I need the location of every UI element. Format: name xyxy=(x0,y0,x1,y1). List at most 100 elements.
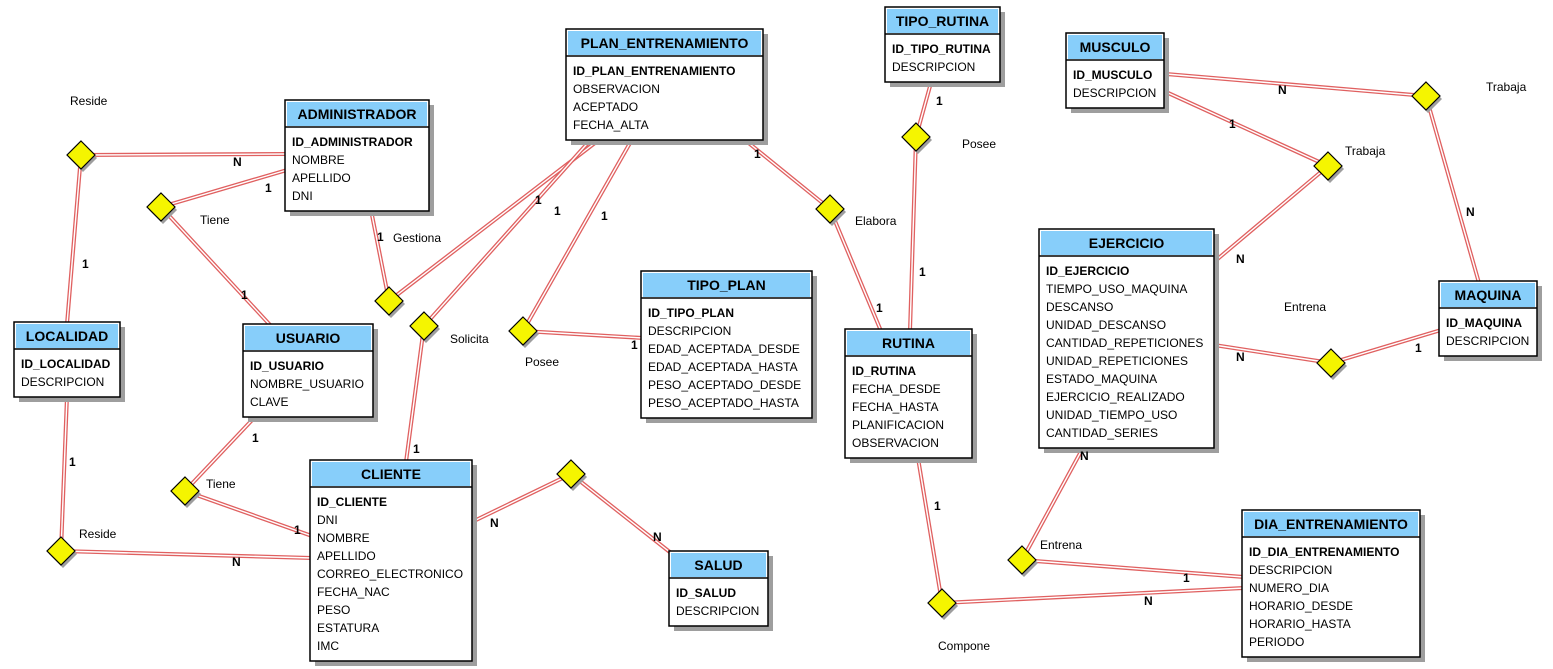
cardinality-label: N xyxy=(233,155,242,169)
relationship-line-tiene_cliente xyxy=(184,489,313,538)
primary-key-attribute: ID_MUSCULO xyxy=(1073,68,1152,82)
cardinality-label: 1 xyxy=(294,523,301,537)
relationship-diamond-gestiona[interactable] xyxy=(374,286,405,318)
labels: ResideTieneGestionaSolicitaPoseeElaboraP… xyxy=(69,80,1527,653)
primary-key-attribute: ID_SALUD xyxy=(676,586,736,600)
relationship-line-trabaja_maquina xyxy=(1165,72,1427,98)
relationship-diamond-compone[interactable] xyxy=(927,588,958,620)
entity-title: PLAN_ENTRENAMIENTO xyxy=(581,35,749,51)
relationship-line-reside_cliente xyxy=(60,549,313,560)
entity-attribute: EJERCICIO_REALIZADO xyxy=(1046,390,1185,404)
entity-attribute: CANTIDAD_REPETICIONES xyxy=(1046,336,1203,350)
relationship-line-entrena_dia xyxy=(1021,558,1245,579)
relationship-diamond-salud_rel[interactable] xyxy=(556,459,587,491)
relationship-label-gestiona: Gestiona xyxy=(393,231,441,245)
entity-attribute: TIEMPO_USO_MAQUINA xyxy=(1046,282,1187,296)
entity-attribute: CLAVE xyxy=(250,395,288,409)
cardinality-label: N xyxy=(490,516,499,530)
cardinality-label: 1 xyxy=(413,442,420,456)
entity-attribute: UNIDAD_DESCANSO xyxy=(1046,318,1166,332)
entity-attribute: IMC xyxy=(317,639,339,653)
relationship-diamond-trabaja_ejercicio[interactable] xyxy=(1313,151,1344,183)
cardinality-label: 1 xyxy=(876,301,883,315)
relationship-diamond-reside_cliente[interactable] xyxy=(46,536,77,568)
relationship-line-solicita xyxy=(422,134,596,328)
primary-key-attribute: ID_USUARIO xyxy=(250,359,324,373)
entity-ejercicio[interactable]: EJERCICIOID_EJERCICIOTIEMPO_USO_MAQUINAD… xyxy=(1038,228,1219,453)
entity-cliente[interactable]: CLIENTEID_CLIENTEDNINOMBREAPELLIDOCORREO… xyxy=(309,459,477,666)
relationship-label-reside_cliente: Reside xyxy=(79,527,117,541)
relationship-label-solicita: Solicita xyxy=(450,332,489,346)
relationship-label-elabora: Elabora xyxy=(855,214,897,228)
entity-attribute: NOMBRE_USUARIO xyxy=(250,377,364,391)
primary-key-attribute: ID_DIA_ENTRENAMIENTO xyxy=(1249,545,1399,559)
relationship-line-entrena_dia xyxy=(1020,445,1086,561)
relationship-line-reside_cliente xyxy=(59,395,69,552)
entity-administrador[interactable]: ADMINISTRADOR ID_ADMINISTRADOR NOMBRE APELL… xyxy=(284,99,434,216)
cardinality-label: N xyxy=(653,530,662,544)
cardinality-label: 1 xyxy=(82,257,89,271)
entity-dia_entrenamiento[interactable]: DIA_ENTRENAMIENTOID_DIA_ENTRENAMIENTODES… xyxy=(1241,509,1425,662)
cardinality-label: 1 xyxy=(934,499,941,513)
entity-tipo_plan[interactable]: TIPO_PLANID_TIPO_PLANDESCRIPCIONEDAD_ACE… xyxy=(640,270,817,423)
relationship-label-tiene_cliente: Tiene xyxy=(206,477,236,491)
relationship-line-tiene_cliente xyxy=(183,416,256,493)
relationship-line-compone xyxy=(916,457,944,604)
relationship-line-tiene_admin xyxy=(160,168,288,209)
cardinality-label: N xyxy=(232,555,241,569)
entity-title: MAQUINA xyxy=(1455,287,1522,303)
relationship-line-elabora xyxy=(828,208,883,332)
cardinality-label: 1 xyxy=(601,209,608,223)
primary-key-attribute: ID_TIPO_PLAN xyxy=(648,306,734,320)
entity-title: CLIENTE xyxy=(361,466,421,482)
relationship-label-trabaja_maquina: Trabaja xyxy=(1486,80,1527,94)
cardinality-label: 1 xyxy=(1415,341,1422,355)
entity-plan_entrenamiento[interactable]: PLAN_ENTRENAMIENTOID_PLAN_ENTRENAMIENTOO… xyxy=(565,28,768,145)
primary-key-attribute: ID_ADMINISTRADOR xyxy=(292,135,413,149)
relationship-label-reside_admin: Reside xyxy=(70,94,108,108)
relationship-diamond-tiene_admin[interactable] xyxy=(146,192,177,224)
cardinality-label: 1 xyxy=(936,94,943,108)
cardinality-label: 1 xyxy=(631,338,638,352)
relationship-diamond-tiene_cliente[interactable] xyxy=(170,476,201,508)
cardinality-label: 1 xyxy=(377,230,384,244)
relationship-line-tiene_admin xyxy=(159,205,273,328)
relationship-diamond-entrena_dia[interactable] xyxy=(1007,545,1038,577)
relationship-diamond-posee_plan[interactable] xyxy=(508,316,539,348)
entity-title: USUARIO xyxy=(276,330,341,346)
entity-attribute: FECHA_NAC xyxy=(317,585,390,599)
relationship-diamond-elabora[interactable] xyxy=(815,194,846,226)
relationship-line-salud_rel xyxy=(473,472,572,523)
cardinality-label: N xyxy=(1278,83,1287,97)
entity-rutina[interactable]: RUTINAID_RUTINAFECHA_DESDEFECHA_HASTAPLA… xyxy=(844,328,977,463)
primary-key-attribute: ID_EJERCICIO xyxy=(1046,264,1129,278)
cardinality-label: N xyxy=(1236,252,1245,266)
relationship-diamond-trabaja_maquina[interactable] xyxy=(1411,81,1442,113)
entity-attribute: PLANIFICACION xyxy=(852,418,944,432)
entity-usuario[interactable]: USUARIO ID_USUARIO NOMBRE_USUARIO CLAVE xyxy=(242,323,378,422)
relationship-line-compone xyxy=(941,586,1245,605)
relationship-diamond-posee_rutina[interactable] xyxy=(901,122,932,154)
entity-title: ADMINISTRADOR xyxy=(298,106,417,122)
relationship-line-solicita xyxy=(404,325,426,463)
relationship-diamond-entrena_maquina[interactable] xyxy=(1316,348,1347,380)
entity-attribute: NOMBRE xyxy=(292,153,345,167)
relationship-line-elabora xyxy=(738,134,832,211)
relationship-diamond-reside_admin[interactable] xyxy=(66,140,97,172)
entity-attribute: CORREO_ELECTRONICO xyxy=(317,567,463,581)
entity-attribute: PESO xyxy=(317,603,350,617)
relationship-diamond-solicita[interactable] xyxy=(409,311,440,343)
entity-attribute: FECHA_ALTA xyxy=(573,118,649,132)
primary-key-attribute: ID_CLIENTE xyxy=(317,495,387,509)
entity-title: EJERCICIO xyxy=(1089,235,1165,251)
cardinality-label: 1 xyxy=(535,193,542,207)
entity-attribute: ESTATURA xyxy=(317,621,379,635)
entity-attribute: APELLIDO xyxy=(292,171,351,185)
cardinality-label: 1 xyxy=(69,455,76,469)
